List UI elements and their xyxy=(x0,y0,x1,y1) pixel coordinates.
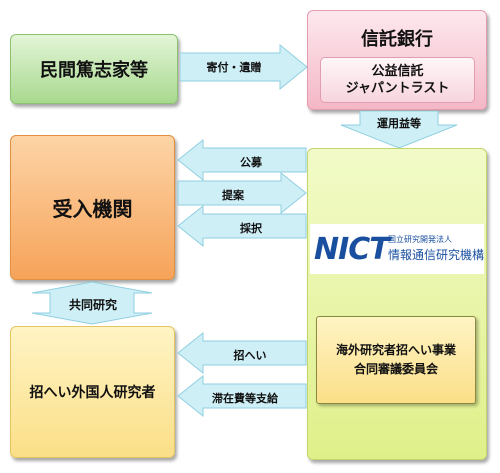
nict-box xyxy=(307,148,487,460)
nict-logo: NICT 国立研究開発法人 情報通信研究機構 xyxy=(310,224,484,274)
host-institution-box: 受入機関 xyxy=(10,135,175,280)
stay-expenses-arrow xyxy=(177,375,307,417)
host-institution-label: 受入機関 xyxy=(52,197,133,221)
donors-label: 民間篤志家等 xyxy=(40,60,148,81)
invitation-label: 招へい xyxy=(233,349,267,362)
proposal-label: 提案 xyxy=(222,189,244,202)
proposal-arrow xyxy=(177,172,307,214)
researcher-box: 招へい外国人研究者 xyxy=(10,326,175,458)
investment-income-arrow xyxy=(340,111,458,149)
trust-fund-line2: ジャパントラスト xyxy=(345,81,450,96)
invitation-arrow xyxy=(177,332,307,374)
donation-arrow xyxy=(180,44,308,90)
trust-fund-line1: 公益信託 xyxy=(371,64,424,79)
nict-logo-mark: NICT xyxy=(314,232,390,267)
trust-bank-box: 信託銀行 公益信託 ジャパントラスト xyxy=(307,10,487,110)
nict-org-name: 情報通信研究機構 xyxy=(388,248,485,262)
joint-research-arrow xyxy=(31,281,153,325)
trust-fund-box: 公益信託 ジャパントラスト xyxy=(320,57,475,103)
stay-expenses-label: 滞在費等支給 xyxy=(212,392,278,405)
committee-line1: 海外研究者招へい事業 xyxy=(335,343,456,357)
committee-box: 海外研究者招へい事業 合同審議委員会 xyxy=(316,316,476,404)
adoption-arrow xyxy=(177,205,307,247)
investment-income-label: 運用益等 xyxy=(377,117,421,130)
donors-box: 民間篤志家等 xyxy=(10,34,178,104)
call-label: 公募 xyxy=(240,156,262,169)
adoption-label: 採択 xyxy=(240,222,262,235)
joint-research-label: 共同研究 xyxy=(68,298,117,312)
researcher-label: 招へい外国人研究者 xyxy=(29,385,156,401)
nict-org-type: 国立研究開発法人 xyxy=(388,235,452,244)
call-arrow xyxy=(177,139,307,181)
donation-label: 寄付・遺贈 xyxy=(206,61,262,74)
committee-line2: 合同審議委員会 xyxy=(353,362,438,376)
trust-bank-label: 信託銀行 xyxy=(361,29,433,50)
